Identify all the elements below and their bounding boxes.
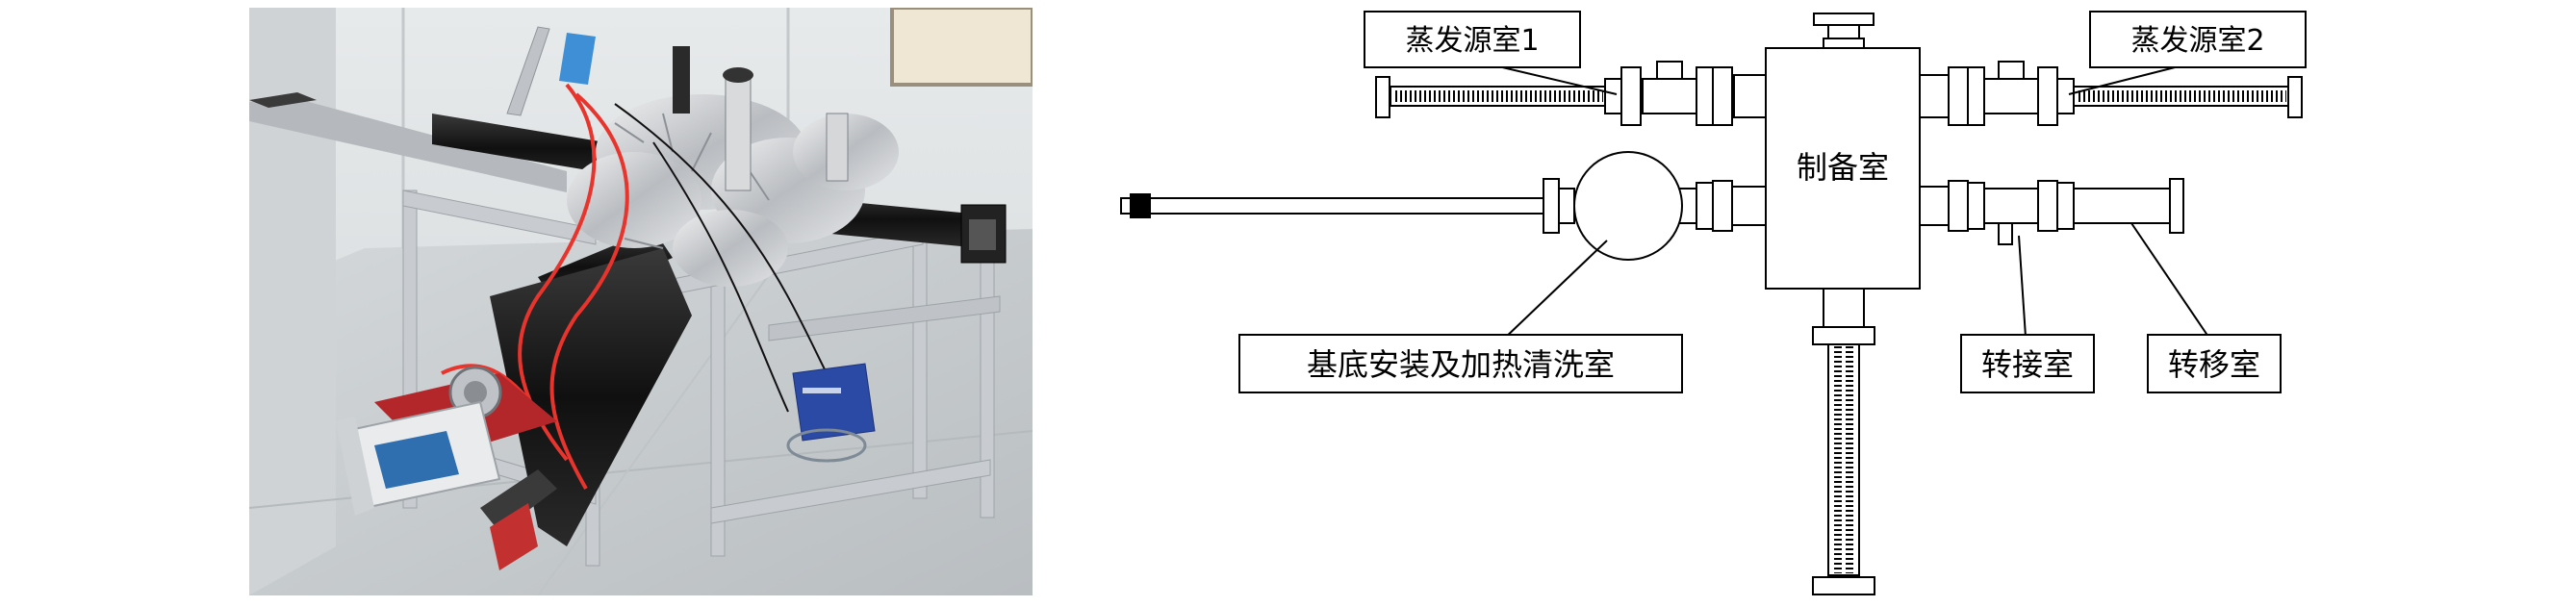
evap2-flange-b bbox=[1967, 66, 1985, 126]
rod-handle bbox=[1130, 193, 1151, 218]
blue-pump bbox=[786, 363, 876, 463]
side-wall bbox=[249, 8, 336, 595]
label-evap2: 蒸发源室2 bbox=[2130, 24, 2264, 58]
screen bbox=[374, 431, 459, 489]
label-adapter: 转接室 bbox=[1981, 346, 2074, 383]
evap2-end-flange bbox=[2287, 76, 2303, 118]
adapter-flange-a bbox=[1948, 180, 1969, 232]
rail-left bbox=[249, 96, 567, 192]
prep-bottom-port bbox=[1823, 288, 1865, 328]
labels: 蒸发源室1 蒸发源室2 制备室 基底安装及加热清洗室 转接室 转移室 bbox=[1238, 11, 2307, 393]
evap1-body bbox=[1642, 78, 1697, 114]
bottom-bellows bbox=[1827, 343, 1860, 576]
evap2-flange-a bbox=[1948, 66, 1969, 126]
evap1-valve bbox=[1656, 61, 1683, 80]
blue-flag bbox=[559, 33, 596, 85]
label-substrate: 基底安装及加热清洗室 bbox=[1307, 346, 1615, 383]
adapter-port bbox=[1998, 222, 2013, 245]
transfer-rod bbox=[1149, 197, 1544, 215]
evap1-end-flange bbox=[1375, 76, 1390, 118]
bottom-flange bbox=[1812, 576, 1875, 595]
prep-top-port bbox=[1823, 38, 1865, 49]
transfer-chamber-body bbox=[2073, 188, 2171, 224]
apparatus-photo-drawing bbox=[249, 8, 1033, 595]
label-prep: 制备室 bbox=[1797, 149, 1889, 186]
schematic-diagram: 蒸发源室1 蒸发源室2 制备室 基底安装及加热清洗室 转接室 转移室 bbox=[1116, 0, 2560, 603]
control-unit bbox=[336, 400, 501, 516]
label-evap1: 蒸发源室1 bbox=[1405, 24, 1539, 58]
prep-bottom-flange bbox=[1812, 326, 1875, 345]
substrate-flange-b bbox=[1543, 178, 1560, 234]
label-transfer: 转移室 bbox=[2168, 346, 2260, 383]
bellows bbox=[480, 469, 557, 570]
transfer-end-flange bbox=[2169, 178, 2184, 234]
evap1-flange-c bbox=[1620, 66, 1642, 126]
substrate-chamber bbox=[1573, 151, 1683, 261]
evap1-flange-b bbox=[1696, 66, 1714, 126]
prep-chamber bbox=[1765, 47, 1921, 290]
adapter-body bbox=[1983, 188, 2039, 224]
prep-top-flange bbox=[1813, 13, 1875, 26]
evap2-body bbox=[1983, 78, 2039, 114]
adapter-flange-b bbox=[2037, 180, 2058, 232]
evap2-flange-c bbox=[2037, 66, 2058, 126]
evap1-flange-a bbox=[1712, 66, 1733, 126]
foil-wrap bbox=[567, 46, 899, 287]
substrate-flange-a bbox=[1712, 180, 1733, 232]
window bbox=[890, 8, 1033, 87]
apparatus-photo bbox=[249, 8, 1033, 595]
schematic-svg: 蒸发源室1 蒸发源室2 制备室 基底安装及加热清洗室 转接室 转移室 bbox=[1120, 11, 2307, 595]
evap2-valve bbox=[1998, 61, 2025, 80]
